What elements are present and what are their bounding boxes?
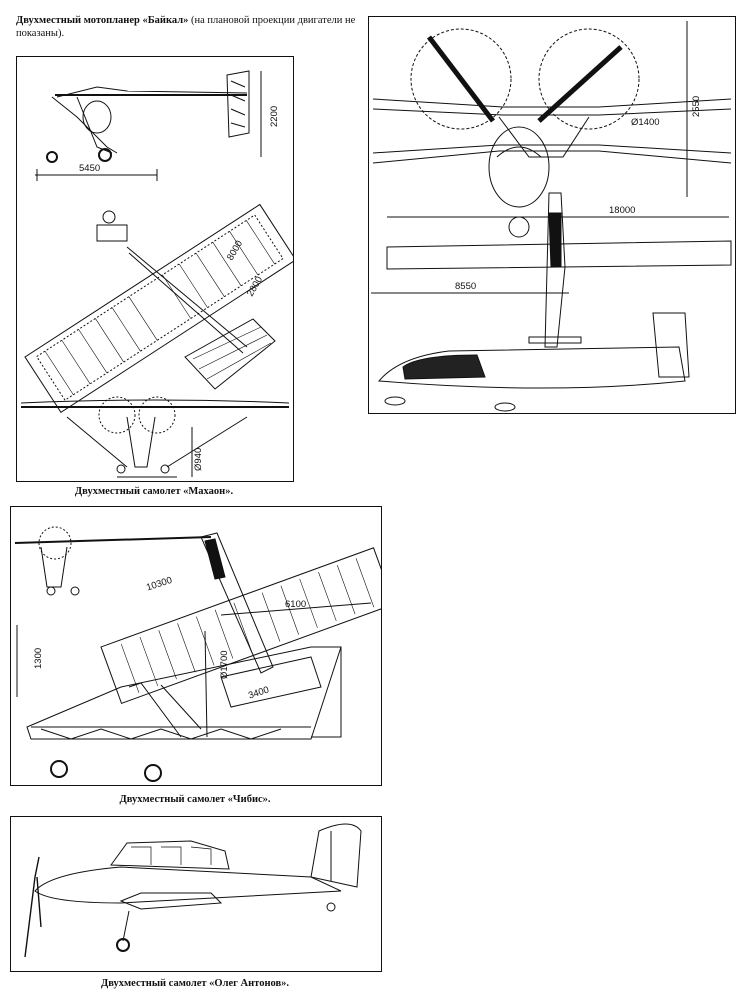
baikal-height-dim: 2550 (691, 95, 702, 117)
chibis-prop-dim: Ø1700 (219, 650, 230, 679)
makhaon-drawing (20, 70, 293, 478)
chibis-caption: Двухместный самолет «Чибис». (119, 794, 271, 805)
baikal-caption-note: (на плановой проекции двигатели не показ… (16, 15, 356, 39)
chibis-length-dim: 6100 (285, 599, 307, 610)
makhaon-length-dim: 5450 (79, 163, 101, 174)
chibis-chord-dim: 1300 (33, 647, 44, 669)
baikal-length-dim: 8550 (455, 281, 477, 292)
oleg-antonov-drawing (24, 823, 362, 958)
baikal-caption: Двухместный мотопланер «Байкал» (на план… (16, 14, 361, 40)
baikal-span-dim: 18000 (609, 205, 636, 216)
baikal-prop-dim: Ø1400 (631, 117, 660, 128)
makhaon-height-dim: 2200 (269, 105, 280, 127)
chibis-drawing-panel: 10300 6100 1300 Ø1700 3400 (10, 506, 382, 786)
makhaon-caption: Двухместный самолет «Махаон». (74, 486, 234, 497)
makhaon-prop-dim: Ø940 (193, 447, 204, 471)
makhaon-drawing-panel: 2200 5450 8000 2800 Ø940 (16, 56, 294, 482)
oleg-antonov-caption: Двухместный самолет «Олег Антонов». (100, 978, 290, 989)
baikal-caption-bold: Двухместный мотопланер «Байкал» (16, 15, 189, 26)
baikal-drawing-panel: 2550 Ø1400 18000 8550 (368, 16, 736, 414)
chibis-drawing (14, 526, 381, 782)
oleg-antonov-drawing-panel (10, 816, 382, 972)
baikal-drawing (371, 21, 732, 412)
